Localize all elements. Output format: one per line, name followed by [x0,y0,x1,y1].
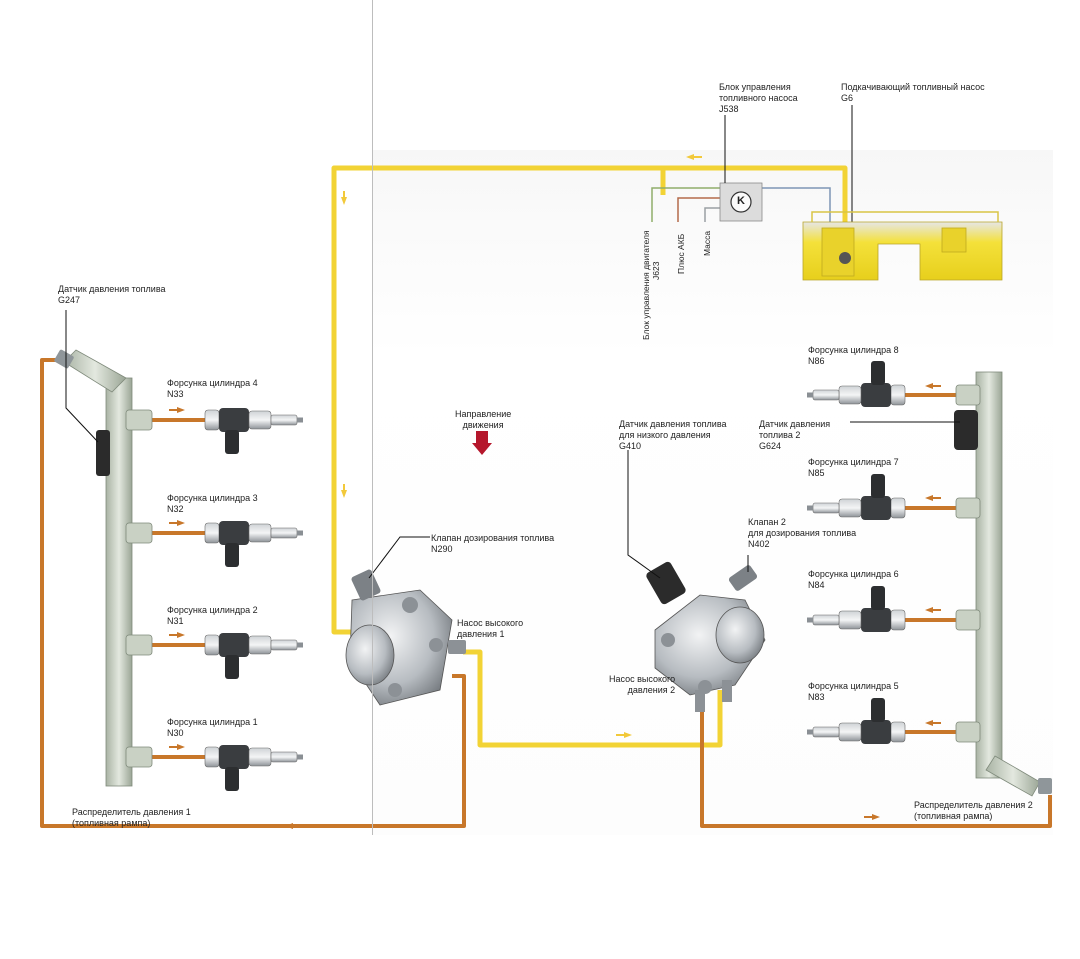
injector-n85 [807,474,906,520]
label-rail-1: Распределитель давления 1 (топливная рам… [72,807,191,829]
label-rail-1-note: (топливная рампа) [72,818,151,828]
injectors-bank-2 [807,361,906,744]
g247-leader [65,310,99,443]
label-j623: Блок управления двигателя J623 [641,230,661,340]
direction-arrow [472,431,492,455]
injector-n30 [204,745,303,791]
injector-n84 [807,586,906,632]
label-g247-code: G247 [58,295,81,305]
label-direction: Направление движения [455,409,511,431]
label-n402: Клапан 2 для дозирования топлива N402 [748,517,856,550]
panel-divider [372,0,373,835]
injector-n83 [807,698,906,744]
label-g410: Датчик давления топлива для низкого давл… [619,419,727,452]
label-n30: Форсунка цилиндра 1 N30 [167,717,258,739]
label-n86-code: N86 [808,356,825,366]
label-g6-name: Подкачивающий топливный насос [841,82,985,92]
label-g6: Подкачивающий топливный насос G6 [841,82,985,104]
label-pump-2-line2: давления 2 [627,685,676,695]
label-n402-code: N402 [748,539,770,549]
label-j538: Блок управления топливного насоса J538 [719,82,798,115]
label-n31: Форсунка цилиндра 2 N31 [167,605,258,627]
label-g410-code: G410 [619,441,642,451]
label-g410-line1: Датчик давления топлива [619,419,727,429]
label-n86-name: Форсунка цилиндра 8 [808,345,899,355]
label-j538-code: J538 [719,104,739,114]
label-n31-name: Форсунка цилиндра 2 [167,605,258,615]
label-pump-1-line1: Насос высокого [457,618,524,628]
label-ground: Масса [702,230,712,256]
label-pump-2-line1: Насос высокого [609,674,676,684]
left-panel-background [0,0,372,835]
label-n85-code: N85 [808,468,825,478]
label-n83-code: N83 [808,692,825,702]
label-n83: Форсунка цилиндра 5 N83 [808,681,899,703]
n290-leader [368,536,430,579]
label-pump-1-line2: давления 1 [457,629,505,639]
high-pressure-line [40,358,1052,828]
high-pressure-flow-arrows [169,383,941,829]
label-pump-2: Насос высокого давления 2 [609,674,675,696]
label-n32-name: Форсунка цилиндра 3 [167,493,258,503]
injector-n31 [204,633,303,679]
label-n30-name: Форсунка цилиндра 1 [167,717,258,727]
label-n84-code: N84 [808,580,825,590]
label-g247-name: Датчик давления топлива [58,284,166,294]
low-pressure-line [331,165,848,748]
label-j623-code: J623 [651,261,661,280]
label-pump-1: Насос высокого давления 1 [457,618,523,640]
label-n85: Форсунка цилиндра 7 N85 [808,457,899,479]
label-n402-line1: Клапан 2 [748,517,786,527]
label-j538-line1: Блок управления [719,82,791,92]
label-g6-code: G6 [841,93,854,103]
label-rail-2: Распределитель давления 2 (топливная рам… [914,800,1033,822]
label-n32: Форсунка цилиндра 3 N32 [167,493,258,515]
label-battery: Плюс АКБ [676,233,686,274]
fuel-pump-control-unit [651,182,831,232]
low-pressure-flow-arrows [341,154,702,738]
label-n402-line2: для дозирования топлива [748,528,857,538]
injector-n86 [807,361,906,407]
label-n32-code: N32 [167,504,184,514]
label-direction-line1: Направление [455,409,512,419]
label-n31-code: N31 [167,616,184,626]
label-g410-line2: для низкого давления [619,430,711,440]
injectors-bank-1 [204,408,303,791]
label-g624-line1: Датчик давления [759,419,831,429]
label-rail-1-name: Распределитель давления 1 [72,807,191,817]
label-n290-name: Клапан дозирования топлива [431,533,555,543]
fuel-tank [802,211,1003,281]
high-pressure-pump-2 [646,561,766,712]
label-n84-name: Форсунка цилиндра 6 [808,569,899,579]
label-n86: Форсунка цилиндра 8 N86 [808,345,899,367]
label-n33-name: Форсунка цилиндра 4 [167,378,258,388]
label-n84: Форсунка цилиндра 6 N84 [808,569,899,591]
pump-unit-glyph: K [737,195,745,207]
label-g624-code: G624 [759,441,782,451]
label-rail-2-name: Распределитель давления 2 [914,800,1033,810]
label-j538-line2: топливного насоса [719,93,798,103]
fuel-rail-1 [54,349,153,787]
label-j623-name: Блок управления двигателя [641,230,651,340]
label-n33: Форсунка цилиндра 4 N33 [167,378,258,400]
label-n83-name: Форсунка цилиндра 5 [808,681,899,691]
label-n85-name: Форсунка цилиндра 7 [808,457,899,467]
fuel-rail-2 [954,371,1052,797]
label-n33-code: N33 [167,389,184,399]
g410-leader [627,450,661,579]
label-g624: Датчик давления топлива 2 G624 [759,419,830,452]
label-g624-line2: топлива 2 [759,430,801,440]
injector-n33 [204,408,303,454]
label-n290: Клапан дозирования топлива N290 [431,533,554,555]
high-pressure-pump-1 [345,569,466,706]
injector-n32 [204,521,303,567]
label-n290-code: N290 [431,544,453,554]
label-rail-2-note: (топливная рампа) [914,811,993,821]
label-g247: Датчик давления топлива G247 [58,284,166,306]
label-direction-line2: движения [462,420,504,430]
label-n30-code: N30 [167,728,184,738]
